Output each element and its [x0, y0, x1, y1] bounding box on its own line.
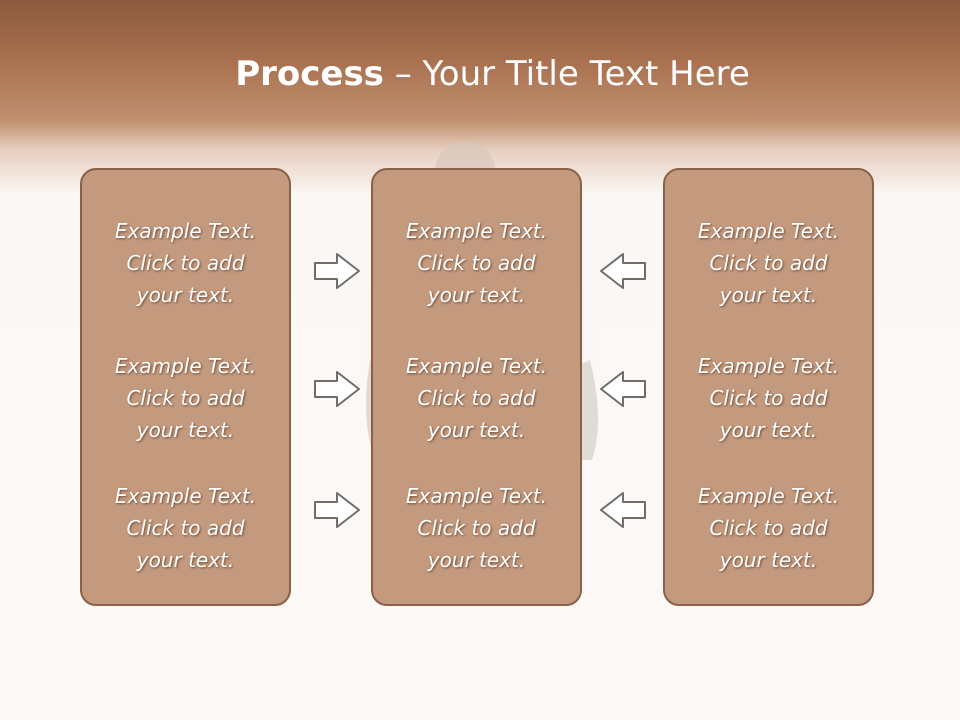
right-process-box[interactable]: Example Text. Click to add your text. Ex…	[663, 168, 874, 606]
cell-line: Click to add	[417, 516, 536, 540]
cell-line: Example Text.	[697, 354, 840, 378]
cell-line: Click to add	[126, 386, 245, 410]
arrow-right-icon[interactable]	[313, 251, 363, 291]
cell-line: Example Text.	[114, 219, 257, 243]
cell-line: Click to add	[709, 516, 828, 540]
cell-line: your text.	[719, 418, 818, 442]
text-placeholder[interactable]: Example Text. Click to add your text.	[665, 350, 872, 446]
arrow-left-icon[interactable]	[597, 490, 647, 530]
text-placeholder[interactable]: Example Text. Click to add your text.	[82, 480, 289, 576]
text-placeholder[interactable]: Example Text. Click to add your text.	[82, 215, 289, 311]
text-placeholder[interactable]: Example Text. Click to add your text.	[665, 215, 872, 311]
cell-line: Click to add	[417, 251, 536, 275]
arrow-left-icon[interactable]	[597, 251, 647, 291]
arrow-right-icon[interactable]	[313, 369, 363, 409]
cell-line: Example Text.	[697, 484, 840, 508]
cell-line: your text.	[136, 283, 235, 307]
cell-line: Click to add	[417, 386, 536, 410]
arrow-right-icon[interactable]	[313, 490, 363, 530]
cell-line: your text.	[427, 283, 526, 307]
cell-line: Example Text.	[114, 354, 257, 378]
cell-line: your text.	[136, 548, 235, 572]
cell-line: Click to add	[709, 386, 828, 410]
text-placeholder[interactable]: Example Text. Click to add your text.	[665, 480, 872, 576]
slide-title: Process – Your Title Text Here	[0, 54, 960, 94]
cell-line: Click to add	[126, 251, 245, 275]
center-process-box[interactable]: Example Text. Click to add your text. Ex…	[371, 168, 582, 606]
title-bold: Process	[235, 54, 384, 94]
cell-line: Example Text.	[405, 484, 548, 508]
text-placeholder[interactable]: Example Text. Click to add your text.	[82, 350, 289, 446]
cell-line: your text.	[719, 548, 818, 572]
text-placeholder[interactable]: Example Text. Click to add your text.	[373, 350, 580, 446]
cell-line: Example Text.	[697, 219, 840, 243]
left-process-box[interactable]: Example Text. Click to add your text. Ex…	[80, 168, 291, 606]
arrow-left-icon[interactable]	[597, 369, 647, 409]
text-placeholder[interactable]: Example Text. Click to add your text.	[373, 480, 580, 576]
title-rest: – Your Title Text Here	[383, 54, 750, 94]
text-placeholder[interactable]: Example Text. Click to add your text.	[373, 215, 580, 311]
cell-line: your text.	[719, 283, 818, 307]
cell-line: your text.	[136, 418, 235, 442]
cell-line: your text.	[427, 418, 526, 442]
cell-line: your text.	[427, 548, 526, 572]
cell-line: Example Text.	[405, 354, 548, 378]
cell-line: Example Text.	[114, 484, 257, 508]
cell-line: Click to add	[709, 251, 828, 275]
cell-line: Example Text.	[405, 219, 548, 243]
cell-line: Click to add	[126, 516, 245, 540]
